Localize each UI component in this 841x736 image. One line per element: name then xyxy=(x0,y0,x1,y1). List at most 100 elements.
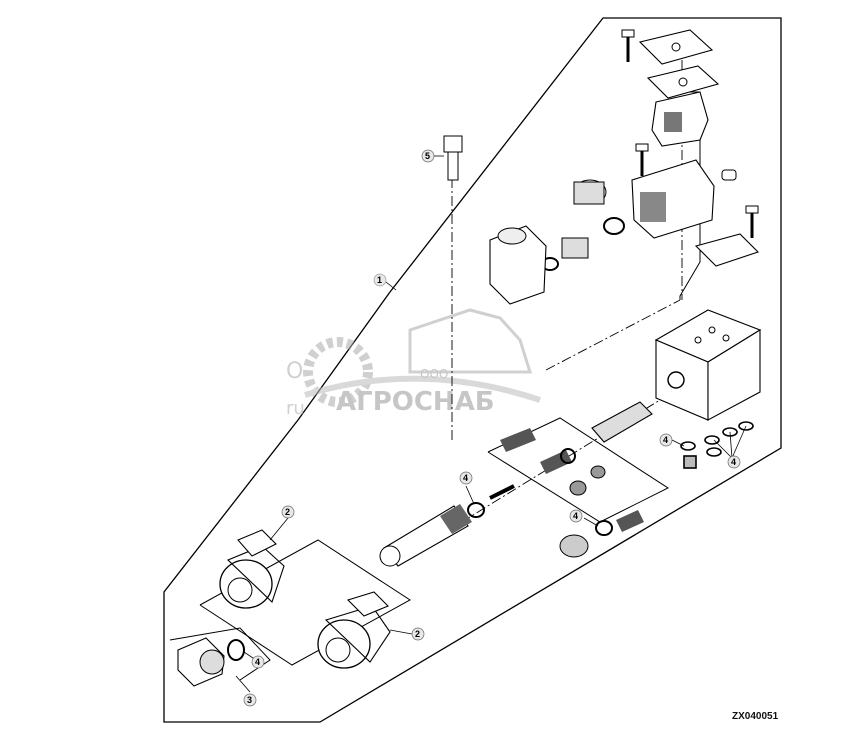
spring-lower xyxy=(616,510,644,532)
callout-1-circle xyxy=(373,273,387,287)
solenoid-tube-end xyxy=(379,545,401,567)
o-ring-valve-a xyxy=(560,448,576,464)
connector-block-shade xyxy=(664,112,682,132)
o-ring-valve-b xyxy=(467,502,485,518)
watermark-swoosh xyxy=(304,375,541,403)
seat-small-a xyxy=(590,465,606,479)
callout-3-circle xyxy=(243,693,257,707)
fittings-upper xyxy=(489,179,625,305)
o-ring-block-2 xyxy=(704,435,720,445)
leader-lines xyxy=(235,155,747,693)
valve-block-hole-c xyxy=(694,336,702,344)
coil-lower-case xyxy=(324,605,391,663)
o-ring-block-4 xyxy=(738,421,754,431)
gasket-top xyxy=(638,29,714,65)
nut-assembly xyxy=(177,637,245,687)
valve-block-hole-a xyxy=(708,326,716,334)
valve-block-hole-b xyxy=(722,334,730,342)
small-clip xyxy=(721,169,737,181)
callout-4e: 4 xyxy=(255,657,260,667)
bracket-nut xyxy=(169,627,271,681)
bolt-shank xyxy=(447,151,459,181)
manual-override-cap xyxy=(497,227,527,245)
valve-block-port xyxy=(667,371,685,389)
callout-4e-circle xyxy=(251,655,265,669)
screw-top-head xyxy=(621,29,635,38)
o-ring-valve-c xyxy=(595,520,613,536)
gasket-second xyxy=(646,65,720,99)
block-o-rings xyxy=(680,421,754,469)
callout-2b: 2 xyxy=(415,629,420,639)
leader-2b xyxy=(389,629,413,635)
pin-rod xyxy=(489,484,515,500)
bolt-part xyxy=(443,135,463,181)
cartridge-valve-right xyxy=(591,401,653,443)
screw-mid-head xyxy=(635,143,649,152)
valve-block-side xyxy=(707,329,761,421)
gasket-top-hole xyxy=(671,42,681,52)
fitting-large-body xyxy=(573,181,605,205)
leader-4f xyxy=(583,517,599,527)
o-ring-block-5 xyxy=(706,447,722,457)
callout-4a: 4 xyxy=(663,435,668,445)
watermark-harvester xyxy=(408,308,533,374)
plug-small xyxy=(683,455,697,469)
leader-4d xyxy=(731,425,747,459)
leader-1 xyxy=(385,281,397,291)
coil-lower-hole xyxy=(325,637,351,663)
callout-2a-circle xyxy=(281,505,295,519)
spring-middle xyxy=(540,450,572,474)
screw-lower-head xyxy=(745,205,759,214)
callouts: 5 1 2 2 3 4 4 4 4 4 xyxy=(243,149,741,707)
watermark-fragment-bottom: ru xyxy=(286,398,305,419)
cartridge-parts xyxy=(467,401,653,558)
bracket-small-valves xyxy=(487,417,670,523)
connector-housing-shade xyxy=(640,192,666,222)
watermark-gear xyxy=(303,337,373,407)
watermark-company-small: ООО xyxy=(420,367,448,381)
callout-4d-circle xyxy=(569,509,583,523)
valve-block xyxy=(654,309,762,421)
o-ring-block-1 xyxy=(680,441,696,451)
top-stack-parts xyxy=(621,29,760,267)
axis-line-upper xyxy=(545,299,681,371)
figure-code: ZX040051 xyxy=(732,711,779,722)
plug-fitting xyxy=(559,534,589,558)
o-ring-nut xyxy=(227,639,245,661)
coil-lower-connector xyxy=(346,591,389,617)
gasket-lower xyxy=(694,233,760,267)
coil-upper-hole xyxy=(227,577,253,603)
manual-override-valve xyxy=(489,225,547,305)
bracket-top-stack xyxy=(679,91,701,300)
gasket-second-hole xyxy=(678,77,688,87)
leader-4a xyxy=(671,439,685,447)
watermark-fragment-top: O xyxy=(286,359,303,384)
callout-4b: 4 xyxy=(731,457,736,467)
watermark-company-name: АГРОСНАБ xyxy=(336,387,495,417)
diagram-frame xyxy=(163,17,782,723)
leader-3 xyxy=(235,675,251,693)
callout-1: 1 xyxy=(377,275,382,285)
seat-small-b xyxy=(569,480,587,496)
leader-4b xyxy=(713,439,733,459)
callout-2a: 2 xyxy=(285,507,290,517)
knurled-nut-face xyxy=(199,649,225,675)
callout-4c-circle xyxy=(459,471,473,485)
callout-4b-circle xyxy=(727,455,741,469)
callout-4d: 4 xyxy=(573,511,578,521)
callout-5-circle xyxy=(421,149,435,163)
coil-upper xyxy=(219,529,285,609)
callout-3: 3 xyxy=(247,695,252,705)
leader-4c xyxy=(729,431,733,459)
leader-2a xyxy=(269,517,289,541)
callout-2b-circle xyxy=(411,627,425,641)
callout-4a-circle xyxy=(659,433,673,447)
callout-4c: 4 xyxy=(463,473,468,483)
coil-upper-connector xyxy=(237,529,277,557)
leader-4e xyxy=(465,485,475,505)
coil-lower xyxy=(317,591,391,669)
fitting-mid-body xyxy=(561,237,589,259)
solenoid-tube xyxy=(379,504,472,567)
